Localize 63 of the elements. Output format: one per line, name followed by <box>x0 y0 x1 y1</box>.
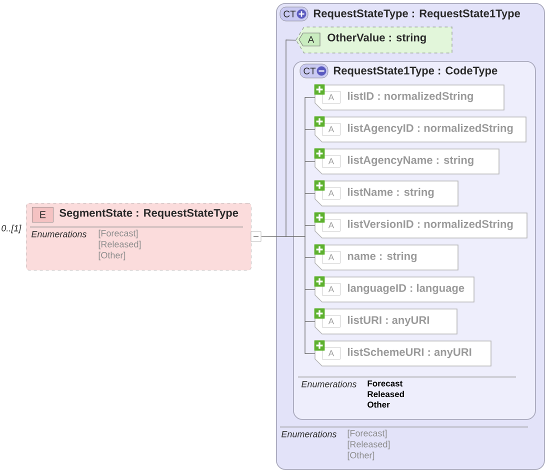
attribute-box <box>296 26 452 54</box>
connector-line <box>304 353 316 354</box>
attribute-box <box>314 180 458 206</box>
connector-line <box>304 97 306 237</box>
attribute-name: languageID : language <box>348 284 464 294</box>
attribute-name: listVersionID : normalizedString <box>348 220 513 230</box>
type-badge: A <box>322 155 340 168</box>
attribute-name: listAgencyID : normalizedString <box>348 124 513 134</box>
attribute-box <box>314 308 458 334</box>
type-name: RequestStateType : RequestState1Type <box>314 10 520 20</box>
connector-line <box>304 289 316 290</box>
connector-line <box>304 225 316 226</box>
connector-line <box>304 97 316 98</box>
attribute-box <box>314 340 492 366</box>
enumerations-label: Enumerations <box>281 430 337 438</box>
cardinality-label: 0..[1] <box>2 224 22 234</box>
attribute-box <box>314 116 526 142</box>
connector-line <box>286 236 306 237</box>
connector-line <box>304 257 316 258</box>
enumeration-value: [Other] <box>348 452 374 460</box>
enumeration-value: Released <box>368 390 404 398</box>
type-badge: A <box>322 315 340 328</box>
type-name: RequestState1Type : CodeType <box>334 66 498 77</box>
type-badge: CT <box>280 6 308 22</box>
attribute-box <box>314 148 500 174</box>
type-badge: A <box>322 123 340 136</box>
enumerations-label: Enumerations <box>31 230 87 238</box>
enumeration-value: [Forecast] <box>98 230 138 238</box>
attribute-name: listURI : anyURI <box>348 316 429 326</box>
connector-line <box>304 193 316 194</box>
attribute-name: name : string <box>348 252 417 262</box>
type-badge: A <box>322 187 340 200</box>
connector-line <box>286 40 296 41</box>
attribute-name: listName : string <box>348 188 434 198</box>
type-badge: A <box>298 32 320 46</box>
connector-line <box>304 321 316 322</box>
type-badge: A <box>322 219 340 232</box>
type-badge: A <box>322 347 340 360</box>
attribute-name: listAgencyName : string <box>348 156 474 166</box>
connector-line <box>304 161 316 162</box>
type-badge: E <box>32 207 54 222</box>
attribute-box <box>314 84 504 110</box>
connector-line <box>261 236 286 238</box>
type-name: SegmentState : RequestStateType <box>60 209 238 220</box>
enumeration-value: [Other] <box>98 252 126 260</box>
enumeration-value: [Released] <box>98 240 141 250</box>
connector-line <box>304 236 306 354</box>
enumeration-value: [Released] <box>348 440 390 450</box>
enumerations-label: Enumerations <box>301 380 357 388</box>
enumeration-value: Other <box>368 401 390 408</box>
type-badge: A <box>322 251 340 264</box>
type-badge: CT <box>300 64 328 78</box>
attribute-box <box>314 244 458 270</box>
attribute-box <box>314 212 528 238</box>
type-badge: A <box>322 91 340 104</box>
enumeration-value: Forecast <box>368 380 403 386</box>
enumeration-value: [Forecast] <box>348 430 387 438</box>
attribute-box <box>314 276 474 302</box>
attribute-name: listID : normalizedString <box>348 92 473 102</box>
attribute-name: listSchemeURI : anyURI <box>348 348 472 358</box>
connector-line <box>304 129 316 130</box>
type-badge: A <box>322 283 340 296</box>
attribute-name: OtherValue : string <box>328 33 426 44</box>
